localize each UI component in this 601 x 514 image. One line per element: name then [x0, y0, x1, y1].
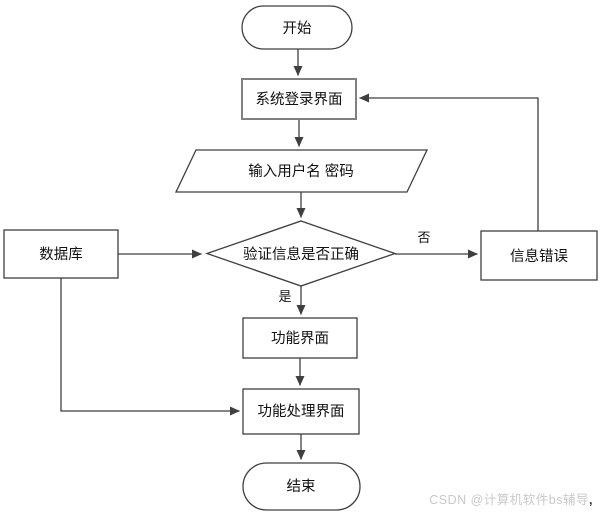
node-function: 功能界面: [242, 317, 358, 359]
edge-label-yes: 是: [278, 289, 291, 304]
verify-decision-shape: [205, 220, 397, 287]
node-verify: 验证信息是否正确: [205, 220, 397, 287]
node-end: 结束: [242, 462, 361, 511]
input-parallelogram-shape: [174, 149, 429, 193]
csdn-watermark-suffix: ,: [589, 493, 593, 507]
end-label: 结束: [287, 478, 316, 495]
database-process-shape: [3, 229, 119, 279]
input-label: 输入用户名 密码: [248, 163, 354, 180]
edge-label-no: 否: [417, 230, 430, 245]
login-label: 系统登录界面: [256, 91, 343, 108]
node-start: 开始: [241, 5, 353, 50]
login-process-shape: [241, 78, 357, 120]
node-input: 输入用户名 密码: [174, 149, 429, 193]
start-terminator-shape: [241, 5, 353, 50]
error-label: 信息错误: [510, 248, 568, 265]
database-label: 数据库: [39, 246, 83, 263]
edge-database-to-function-process: [60, 278, 240, 416]
node-error: 信息错误: [480, 230, 598, 281]
node-database: 数据库: [3, 229, 119, 279]
csdn-watermark-text: CSDN @计算机软件bs辅导: [429, 493, 590, 507]
verify-label: 验证信息是否正确: [243, 246, 359, 263]
csdn-watermark: CSDN @计算机软件bs辅导,: [429, 489, 593, 508]
node-function-process: 功能处理界面: [242, 388, 360, 435]
function-label: 功能界面: [271, 330, 329, 347]
end-terminator-shape: [242, 462, 361, 511]
node-login: 系统登录界面: [241, 78, 357, 120]
function-process-shape: [242, 317, 358, 359]
error-process-shape: [480, 230, 598, 281]
function-process-process-shape: [242, 388, 360, 435]
function-process-label: 功能处理界面: [258, 403, 345, 420]
edge-error-to-login: [359, 93, 539, 231]
edges: [60, 49, 539, 460]
start-label: 开始: [283, 20, 312, 37]
